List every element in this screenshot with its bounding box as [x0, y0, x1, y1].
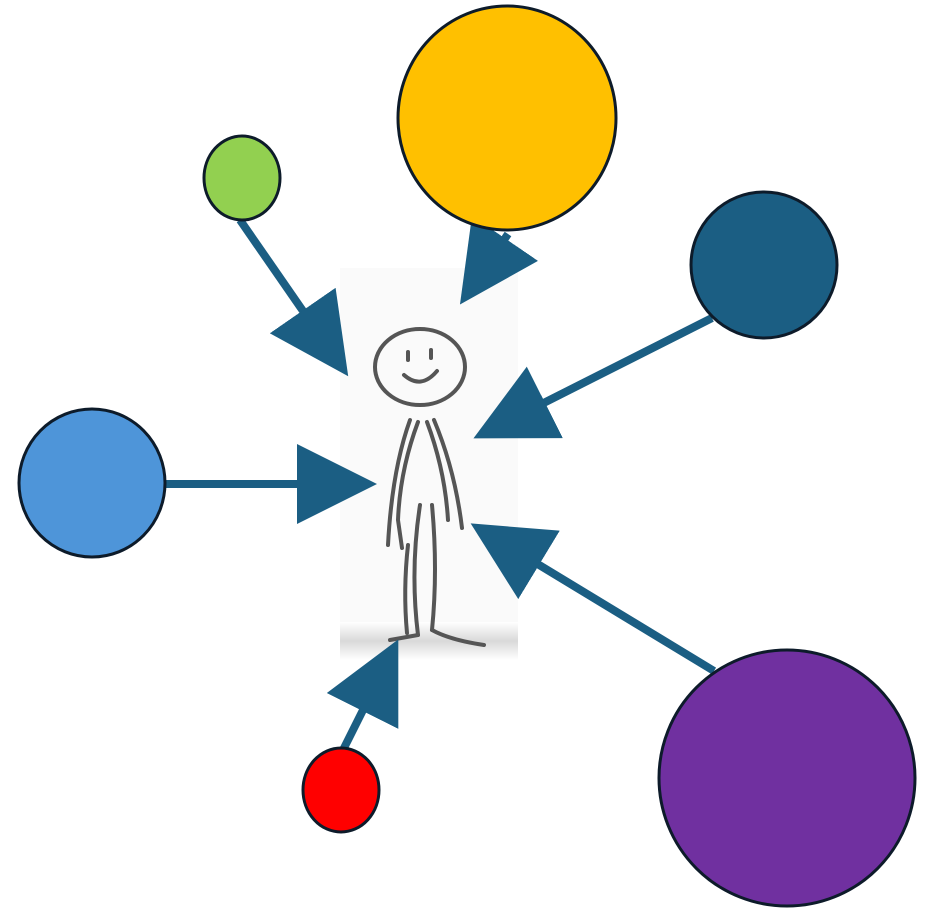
red-circle	[301, 746, 381, 834]
arrow-green-to-person	[236, 217, 349, 377]
figure-left-leg	[412, 503, 422, 637]
figure-smile	[402, 369, 439, 384]
arrow-purple-to-person	[470, 523, 717, 675]
figure-right-arm-inner	[425, 420, 450, 522]
purple-circle	[657, 648, 917, 908]
arrow-darkblue-to-person	[473, 314, 714, 439]
dark-blue-circle	[689, 190, 839, 340]
figure-head	[373, 327, 467, 407]
arrow-group	[165, 215, 717, 754]
floor-shadow	[340, 622, 518, 660]
figure-left-foot	[388, 633, 420, 642]
figure-right-leg	[430, 503, 437, 632]
figure-left-arm-inner	[396, 420, 420, 550]
figure-left-arm-outer	[386, 418, 412, 547]
green-circle	[202, 134, 282, 222]
figure-left-leg-outer	[403, 543, 410, 635]
blue-circle	[17, 407, 167, 559]
figure-backdrop	[340, 268, 518, 660]
yellow-circle	[396, 4, 618, 232]
figure-right-foot	[430, 628, 486, 647]
arrow-yellow-to-person	[459, 215, 539, 305]
person-figure	[340, 268, 518, 660]
figure-right-arm-outer	[432, 418, 464, 530]
arrow-red-to-person	[326, 639, 399, 754]
